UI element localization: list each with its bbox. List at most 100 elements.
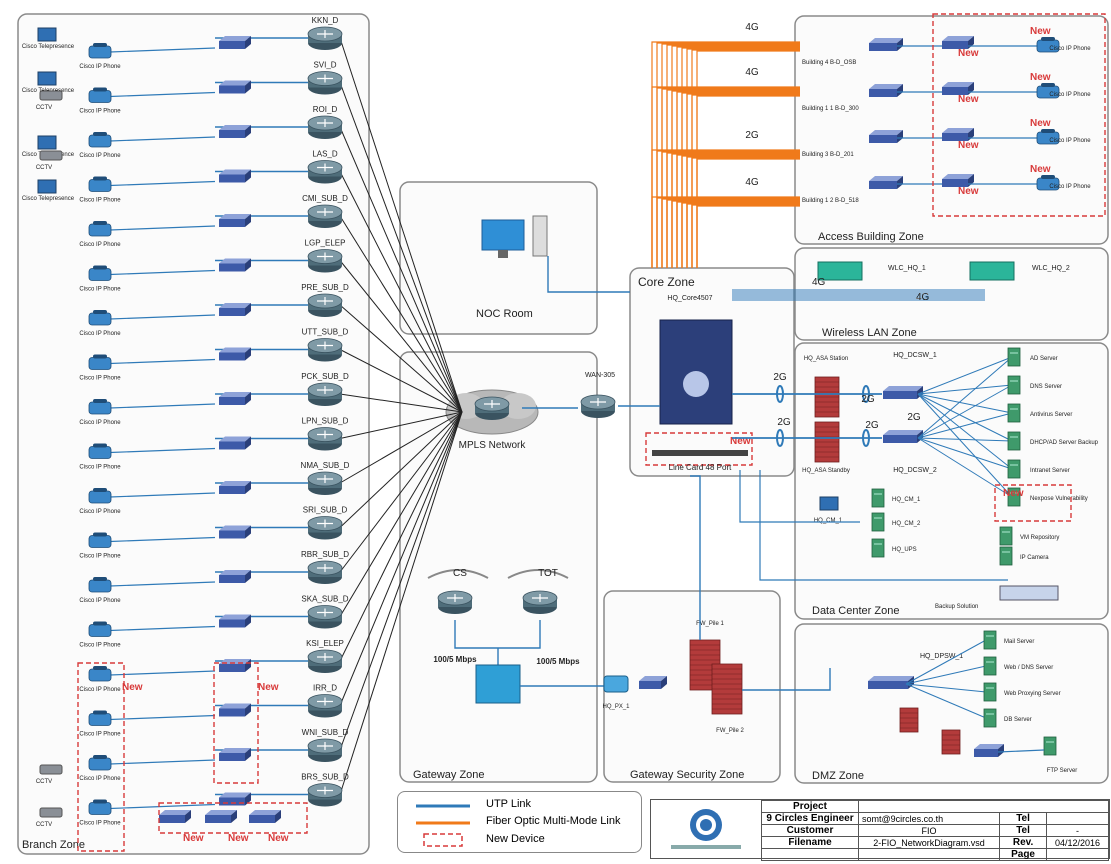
- dmz-server-icon: [983, 682, 997, 702]
- mpls-branch-link: [339, 411, 463, 528]
- tot-cloud-arc: [507, 569, 569, 579]
- legend-new-label: New Device: [486, 833, 545, 845]
- dc-server-icon: [1007, 375, 1021, 395]
- telepresence-icon: [37, 135, 57, 150]
- branch-switch-icon: [219, 36, 251, 49]
- branch-new-switch-icon: [249, 810, 281, 823]
- fw-a-label: FW_Pile 1: [696, 621, 724, 627]
- cs-label: CS: [453, 568, 467, 579]
- tot-label: TOT: [538, 568, 558, 579]
- mpls-branch-link: [339, 215, 463, 413]
- ip-phone-icon: [88, 221, 112, 237]
- dmz-server-link: [905, 683, 987, 719]
- dc-server-label: DNS Server: [1030, 384, 1062, 390]
- dmz-ftp-label: FTP Server: [1047, 768, 1078, 774]
- dc-misc-label: HQ_CM_2: [892, 521, 921, 527]
- dc-server-label: Intranet Server: [1030, 468, 1070, 474]
- fiber-speed-label: 4G: [745, 67, 759, 78]
- legend-fiber-label: Fiber Optic Multi-Mode Link: [486, 815, 621, 827]
- branch-new-phones-box: [77, 662, 125, 852]
- dc-switch-icon: [883, 386, 923, 399]
- mpls-branch-link: [339, 411, 463, 573]
- dc-server-link: [917, 437, 1013, 498]
- dc-camera-icon: [999, 546, 1013, 566]
- filename-key: Filename: [761, 836, 859, 849]
- mpls-branch-link: [339, 411, 463, 751]
- ip-phone-label: Cisco IP Phone: [79, 109, 121, 115]
- ip-phone-label: Cisco IP Phone: [79, 598, 121, 604]
- ip-phone-icon: [88, 443, 112, 459]
- noc-monitor-stand: [498, 250, 508, 258]
- branch-router-label: NMA_SUB_D: [301, 461, 350, 470]
- wlc-label: WLC_HQ_1: [888, 265, 926, 272]
- dc-server-label: Nexpose Vulnerability: [1030, 496, 1088, 502]
- branch-router-icon: [307, 382, 343, 406]
- wireless-zone-label: Wireless LAN Zone: [822, 327, 917, 339]
- dc-server-icon: [1007, 347, 1021, 367]
- access-ip-phone-icon: [1036, 37, 1060, 53]
- gateway-firewall-icon: [711, 663, 743, 715]
- dmz-server-link: [905, 683, 987, 693]
- ip-phone-icon: [88, 621, 112, 637]
- fiber-link: [681, 92, 800, 268]
- dc-server-icon: [1007, 459, 1021, 479]
- ip-phone-label: Cisco IP Phone: [79, 287, 121, 293]
- dc-server-link: [917, 437, 1013, 442]
- dmz-server-icon: [983, 656, 997, 676]
- fiber-link: [671, 153, 800, 268]
- line-card-label: Line Card 48 Port: [669, 463, 732, 472]
- branch-new-switches-box: [213, 662, 259, 784]
- dmz-firewall-icon: [941, 729, 961, 755]
- branch-phone-link: [109, 47, 216, 53]
- branch-router-icon: [307, 160, 343, 184]
- access-new-label: New: [1030, 72, 1051, 83]
- branch-switch-icon: [219, 258, 251, 272]
- tel-value: [1046, 812, 1109, 825]
- cctv-label: CCTV: [36, 165, 52, 171]
- ip-phone-label: Cisco IP Phone: [79, 509, 121, 515]
- telepresence-icon: [37, 27, 57, 42]
- datacenter-zone-label: Data Center Zone: [812, 605, 899, 617]
- dc-misc-label: VM Repository: [1020, 535, 1059, 541]
- access-ip-phone-label: Cisco IP Phone: [1049, 184, 1091, 190]
- legend: UTP Link Fiber Optic Multi-Mode Link New…: [397, 791, 642, 853]
- dc-misc-label: HQ_UPS: [892, 547, 917, 553]
- fw-b-label: FW_Pile 2: [716, 728, 744, 734]
- mpls-branch-link: [339, 171, 463, 413]
- ip-phone-icon: [88, 755, 112, 771]
- access-switch-icon: [869, 38, 903, 51]
- dc-bundle-icon: [862, 429, 870, 447]
- ip-phone-icon: [88, 399, 112, 415]
- dc-cm-icon: [871, 512, 885, 532]
- ip-phone-icon: [88, 710, 112, 726]
- dc-server-label: DHCP/AD Server Backup: [1030, 440, 1099, 446]
- fiber-speed-label: 4G: [745, 177, 759, 188]
- branch-new-switch-icon: [159, 810, 191, 823]
- wlc-icon: [969, 261, 1015, 281]
- ip-phone-label: Cisco IP Phone: [79, 153, 121, 159]
- ip-phone-label: Cisco IP Phone: [79, 198, 121, 204]
- branch-router-icon: [307, 738, 343, 762]
- access-switch-icon: [869, 176, 903, 189]
- dc-ups-icon: [871, 538, 885, 558]
- branch-router-icon: [307, 249, 343, 273]
- branch-router-label: PCK_SUB_D: [301, 372, 349, 381]
- dc-speed-label: 2G: [907, 412, 921, 423]
- project-value: [858, 800, 1109, 813]
- branch-phone-link: [109, 536, 216, 543]
- dc-server-link: [917, 356, 1013, 439]
- access-new-label: New: [958, 186, 979, 197]
- fiber-link: [686, 203, 800, 268]
- branch-phone-link: [109, 269, 216, 276]
- branch-router-label: KSI_ELEP: [306, 639, 344, 648]
- fiber-link: [696, 205, 800, 268]
- dc-switch-icon: [883, 430, 923, 443]
- fw-dmz-link: [742, 668, 831, 691]
- noc-pc-tower-icon: [532, 215, 548, 257]
- mpls-router-icon: [474, 396, 510, 420]
- branch-router-label: WNI_SUB_D: [302, 728, 349, 737]
- dc-fw1-label: HQ_ASA Station: [804, 356, 848, 362]
- core-zone-label: Core Zone: [638, 275, 695, 289]
- ip-phone-label: Cisco IP Phone: [79, 732, 121, 738]
- access-ip-phone-label: Cisco IP Phone: [1049, 92, 1091, 98]
